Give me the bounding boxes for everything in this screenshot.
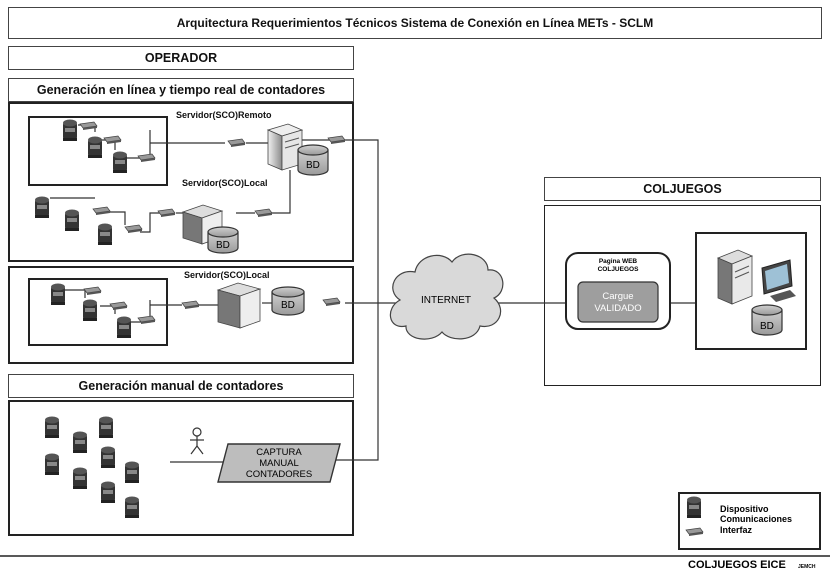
device-group-remote	[28, 116, 168, 186]
coljuegos-server-icon	[716, 249, 754, 305]
db-label-coljuegos: BD	[760, 321, 774, 332]
db-label-remote: BD	[306, 160, 320, 171]
server-remote-label: Servidor(SCO)Remoto	[176, 110, 272, 120]
server-local-label-2: Servidor(SCO)Local	[184, 270, 270, 280]
internet-cloud	[389, 253, 504, 340]
device-group-local-2	[28, 278, 168, 346]
captura-manual-shape	[217, 443, 341, 483]
diagram-title: Arquitectura Requerimientos Técnicos Sis…	[8, 7, 822, 39]
server-local-label-1: Servidor(SCO)Local	[182, 178, 268, 188]
manual-section-header: Generación manual de contadores	[8, 374, 354, 398]
coljuegos-header: COLJUEGOS	[544, 177, 821, 201]
remote-server-icon	[266, 123, 304, 171]
legend-interfaz: Interfaz	[720, 525, 753, 535]
legend-box	[678, 492, 821, 550]
cargue-line-1: Cargue	[602, 291, 633, 302]
captura-line-3: CONTADORES	[246, 469, 312, 480]
local-server-icon-2	[216, 282, 262, 329]
footer-mark: JEMCH	[798, 564, 816, 570]
legend-comunicaciones: Comunicaciones	[720, 514, 792, 524]
operator-person-icon	[190, 427, 204, 455]
pagina-web-line-1: Pagina WEB	[599, 258, 638, 265]
captura-line-1: CAPTURA	[256, 447, 302, 458]
cargue-line-2: VALIDADO	[594, 303, 641, 314]
online-section-header: Generación en línea y tiempo real de con…	[8, 78, 354, 102]
operador-header: OPERADOR	[8, 46, 354, 70]
footer-brand: COLJUEGOS EICE	[688, 559, 786, 571]
legend-device-icon	[687, 496, 701, 518]
db-cylinders	[207, 144, 783, 336]
captura-line-2: MANUAL	[259, 458, 299, 469]
cargue-validado-box	[577, 281, 659, 323]
db-label-local-2: BD	[281, 300, 295, 311]
pagina-web-line-2: COLJUEGOS	[598, 266, 639, 273]
monitor-icon	[761, 259, 796, 302]
slot-machine-icons	[35, 119, 139, 518]
legend-dispositivo: Dispositivo	[720, 504, 769, 514]
internet-label: INTERNET	[421, 295, 471, 306]
db-label-local-1: BD	[216, 240, 230, 251]
legend-comm-icon	[685, 527, 704, 537]
